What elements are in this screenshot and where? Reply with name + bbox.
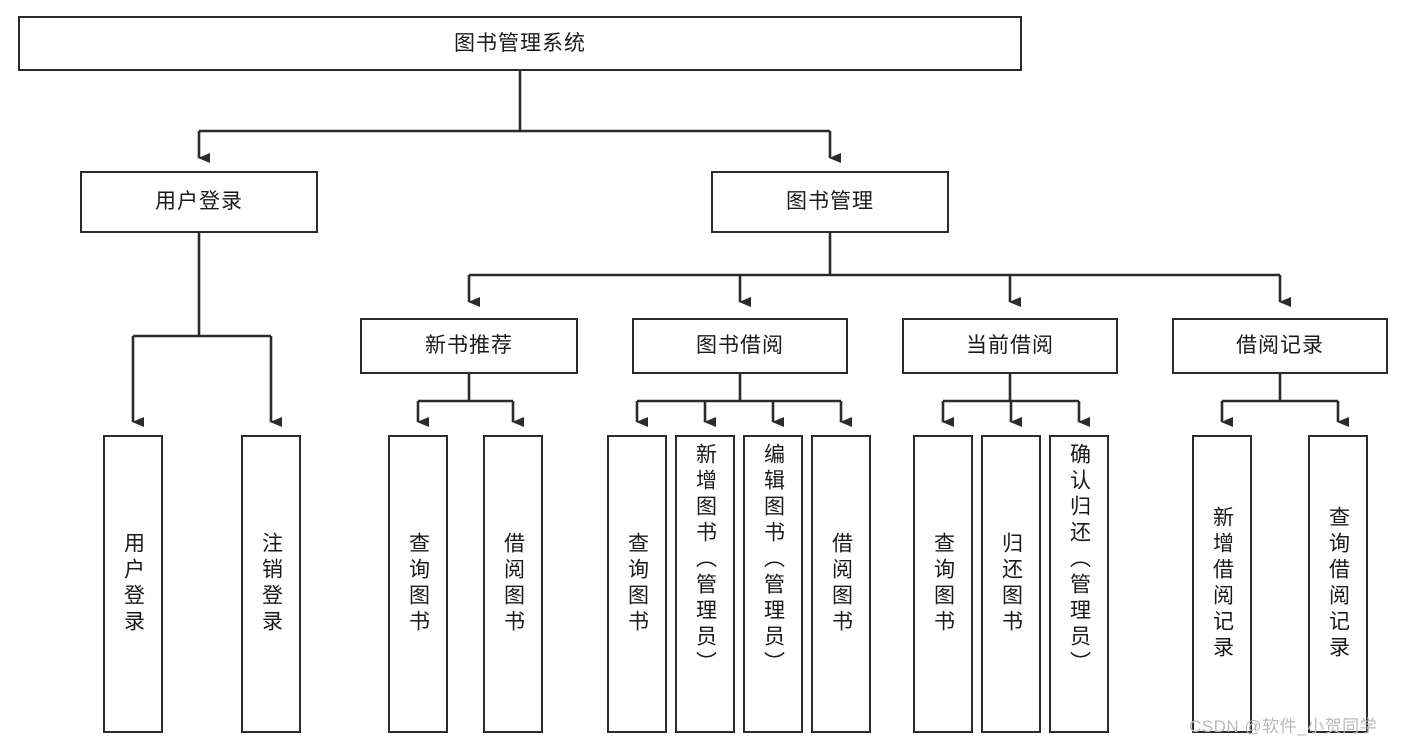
leaf-label: 确认归还（管理员） — [1067, 443, 1091, 677]
leaf-label: 用户登录 — [121, 532, 145, 636]
node-new-book-recommend-label: 新书推荐 — [425, 334, 513, 358]
node-root[interactable]: 图书管理系统 — [18, 16, 1022, 71]
leaf-new-book-borrow[interactable]: 借阅图书 — [483, 435, 543, 733]
leaf-label: 新增借阅记录 — [1210, 506, 1234, 662]
leaf-label: 查询图书 — [625, 532, 649, 636]
node-user-login-label: 用户登录 — [155, 190, 243, 214]
leaf-label: 新增图书（管理员） — [693, 443, 717, 677]
watermark: CSDN @软件_小贺同学 — [1189, 717, 1378, 736]
node-current-borrow[interactable]: 当前借阅 — [902, 318, 1118, 374]
leaf-new-book-query[interactable]: 查询图书 — [388, 435, 448, 733]
leaf-borrow-record-query[interactable]: 查询借阅记录 — [1308, 435, 1368, 733]
leaf-book-borrow-query[interactable]: 查询图书 — [607, 435, 667, 733]
leaf-book-borrow-borrow[interactable]: 借阅图书 — [811, 435, 871, 733]
node-borrow-record[interactable]: 借阅记录 — [1172, 318, 1388, 374]
leaf-label: 查询图书 — [931, 532, 955, 636]
leaf-label: 归还图书 — [999, 532, 1023, 636]
leaf-label: 借阅图书 — [829, 532, 853, 636]
leaf-user-login-signout[interactable]: 注销登录 — [241, 435, 301, 733]
leaf-label: 查询借阅记录 — [1326, 506, 1350, 662]
leaf-book-borrow-edit[interactable]: 编辑图书（管理员） — [743, 435, 803, 733]
leaf-label: 注销登录 — [259, 532, 283, 636]
node-user-login[interactable]: 用户登录 — [80, 171, 318, 233]
leaf-current-borrow-query[interactable]: 查询图书 — [913, 435, 973, 733]
node-book-borrow[interactable]: 图书借阅 — [632, 318, 848, 374]
leaf-label: 编辑图书（管理员） — [761, 443, 785, 677]
leaf-current-borrow-confirm[interactable]: 确认归还（管理员） — [1049, 435, 1109, 733]
node-book-management[interactable]: 图书管理 — [711, 171, 949, 233]
leaf-label: 借阅图书 — [501, 532, 525, 636]
node-current-borrow-label: 当前借阅 — [966, 334, 1054, 358]
leaf-book-borrow-add[interactable]: 新增图书（管理员） — [675, 435, 735, 733]
leaf-user-login-signin[interactable]: 用户登录 — [103, 435, 163, 733]
node-new-book-recommend[interactable]: 新书推荐 — [360, 318, 578, 374]
leaf-borrow-record-add[interactable]: 新增借阅记录 — [1192, 435, 1252, 733]
leaf-label: 查询图书 — [406, 532, 430, 636]
leaf-current-borrow-return[interactable]: 归还图书 — [981, 435, 1041, 733]
node-book-borrow-label: 图书借阅 — [696, 334, 784, 358]
node-root-label: 图书管理系统 — [454, 31, 586, 55]
node-book-management-label: 图书管理 — [786, 190, 874, 214]
node-borrow-record-label: 借阅记录 — [1236, 334, 1324, 358]
